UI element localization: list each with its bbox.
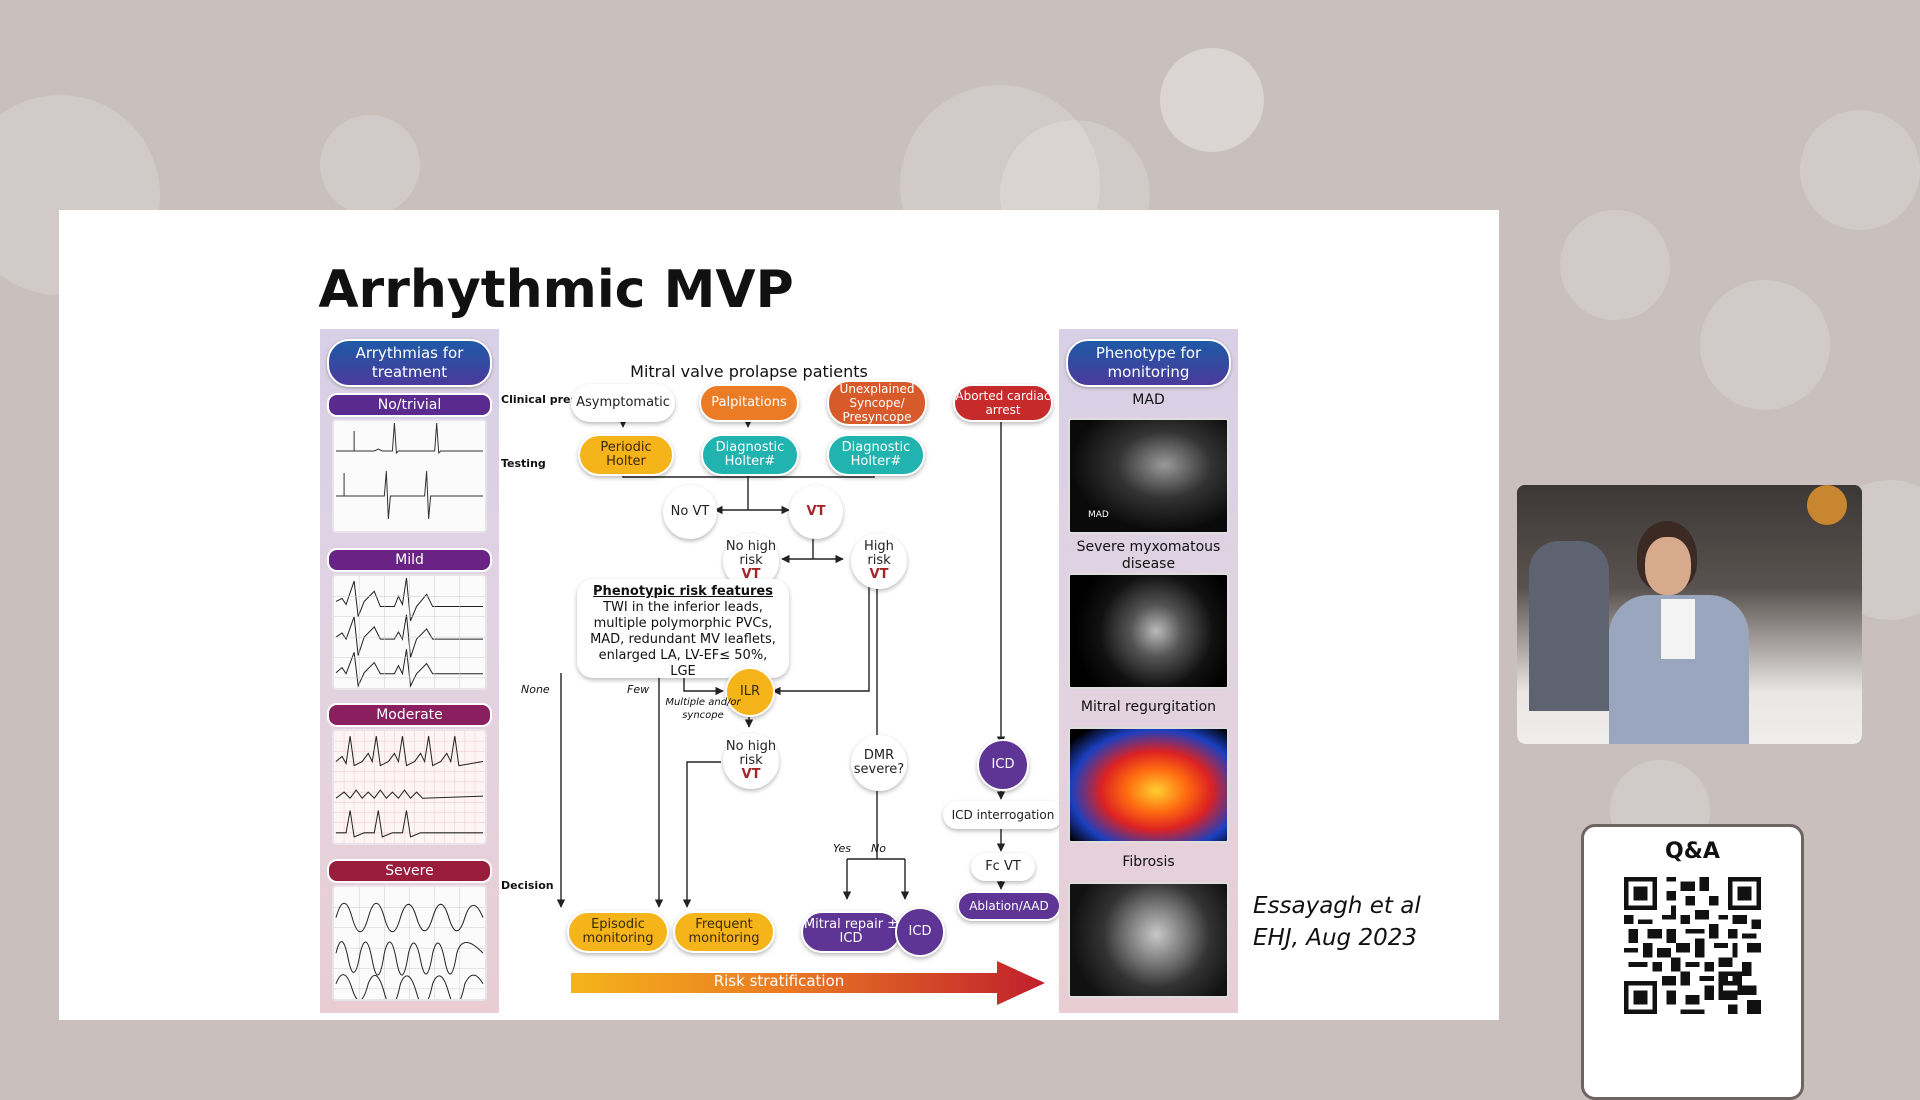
- node-diagnostic-holter-2: Diagnostic Holter#: [827, 434, 925, 476]
- vt-text: VT: [741, 567, 761, 582]
- node-fc-vt: Fc VT: [971, 853, 1035, 881]
- decision-mitral-repair: Mitral repair ± ICD: [801, 911, 901, 953]
- level-moderate: Moderate: [327, 703, 492, 727]
- node-diagnostic-holter-1: Diagnostic Holter#: [701, 434, 799, 476]
- risk-stratification-label: Risk stratification: [713, 972, 845, 990]
- citation-journal: EHJ, Aug 2023: [1253, 925, 1417, 951]
- citation: Essayagh et al EHJ, Aug 2023: [1253, 890, 1421, 954]
- qr-code-icon[interactable]: [1624, 877, 1761, 1014]
- echo-myxomatous-image: [1068, 573, 1229, 689]
- phenotypic-risk-features: Phenotypic risk features TWI in the infe…: [577, 579, 789, 679]
- risk-stratification-arrow: Risk stratification: [571, 959, 1047, 1007]
- ecg-no-trivial: [332, 419, 487, 533]
- level-mild: Mild: [327, 548, 492, 572]
- arrhythmias-header: Arrythmias for treatment: [327, 339, 492, 387]
- node-asymptomatic: Asymptomatic: [571, 384, 675, 422]
- phenotype-header: Phenotype for monitoring: [1066, 339, 1231, 387]
- vt-text: VT: [869, 567, 889, 582]
- speaker-video: [1517, 485, 1862, 744]
- decision-icd: ICD: [895, 907, 945, 957]
- branch-multiple: Multiple and/or syncope: [665, 697, 741, 721]
- speaker-shirt: [1661, 599, 1695, 659]
- node-ablation-aad: Ablation/AAD: [957, 891, 1061, 921]
- node-syncope: Unexplained Syncope/ Presyncope: [827, 380, 927, 426]
- qa-card[interactable]: Q&A: [1581, 824, 1804, 1100]
- echo-mad-image: MAD: [1068, 418, 1229, 534]
- node-dmr-severe: DMR severe?: [851, 735, 907, 791]
- presentation-slide: Arrhythmic MVP Arrythmias for treatment …: [59, 210, 1499, 1020]
- no-high-risk-text: No high risk: [725, 539, 777, 568]
- arrhythmias-panel: Arrythmias for treatment No/trivial Mild…: [320, 329, 499, 1013]
- phenotype-fibrosis-label: Fibrosis: [1122, 854, 1175, 870]
- branch-few: Few: [627, 683, 650, 696]
- decision-frequent-monitoring: Frequent monitoring: [673, 911, 775, 953]
- high-risk-text: High risk: [864, 539, 894, 568]
- ecg-severe: [332, 885, 487, 1001]
- slide-title-text: Arrhythmic MVP: [318, 260, 794, 320]
- row-label-testing: Testing: [501, 457, 546, 470]
- phenotype-panel: Phenotype for monitoring MAD MAD Severe …: [1059, 329, 1238, 1013]
- node-periodic-holter: Periodic Holter: [578, 434, 674, 476]
- branch-no: No: [871, 842, 886, 855]
- phenotype-mad-label: MAD: [1132, 392, 1165, 408]
- slide-title: Arrhythmic MVP: [59, 260, 1499, 320]
- bokeh-circle: [1800, 110, 1920, 230]
- bokeh-circle: [1160, 48, 1264, 152]
- qa-title: Q&A: [1665, 839, 1720, 864]
- level-severe: Severe: [327, 859, 492, 883]
- bokeh-circle: [1700, 280, 1830, 410]
- bokeh-circle: [320, 115, 420, 215]
- row-label-decision: Decision: [501, 879, 554, 892]
- gradient-arrow-icon: [571, 961, 1045, 1005]
- branch-yes: Yes: [833, 842, 852, 855]
- no-high-risk-text: No high risk: [725, 739, 777, 768]
- color-doppler-image: [1068, 727, 1229, 843]
- ecg-mild: [332, 574, 487, 690]
- risk-features-text: TWI in the inferior leads, multiple poly…: [590, 600, 776, 679]
- risk-flowchart: Mitral valve prolapse patients Clinical …: [499, 329, 1063, 1013]
- citation-authors: Essayagh et al: [1253, 893, 1421, 919]
- decision-episodic-monitoring: Episodic monitoring: [567, 911, 669, 953]
- mad-image-tag: MAD: [1088, 510, 1109, 520]
- stage-lamp: [1807, 485, 1847, 525]
- cmr-lge-image: [1068, 882, 1229, 998]
- bokeh-circle: [1560, 210, 1670, 320]
- node-icd: ICD: [977, 739, 1029, 791]
- ecg-moderate: [332, 729, 487, 845]
- node-vt: VT: [789, 485, 843, 539]
- audience-person: [1529, 541, 1609, 711]
- level-no-trivial: No/trivial: [327, 393, 492, 417]
- phenotype-mr-label: Mitral regurgitation: [1080, 699, 1217, 715]
- node-ilr: ILR: [725, 667, 775, 717]
- branch-none: None: [521, 683, 550, 696]
- speaker-face: [1645, 537, 1691, 595]
- node-palpitations: Palpitations: [699, 384, 799, 422]
- risk-features-title: Phenotypic risk features: [593, 584, 773, 599]
- vt-text: VT: [741, 767, 761, 782]
- node-icd-interrogation: ICD interrogation: [943, 801, 1063, 829]
- flow-heading: Mitral valve prolapse patients: [630, 362, 868, 381]
- node-aborted-arrest: Aborted cardiac arrest: [953, 384, 1053, 422]
- phenotype-myxomatous-label: Severe myxomatous disease: [1076, 539, 1221, 572]
- node-no-vt: No VT: [663, 485, 717, 539]
